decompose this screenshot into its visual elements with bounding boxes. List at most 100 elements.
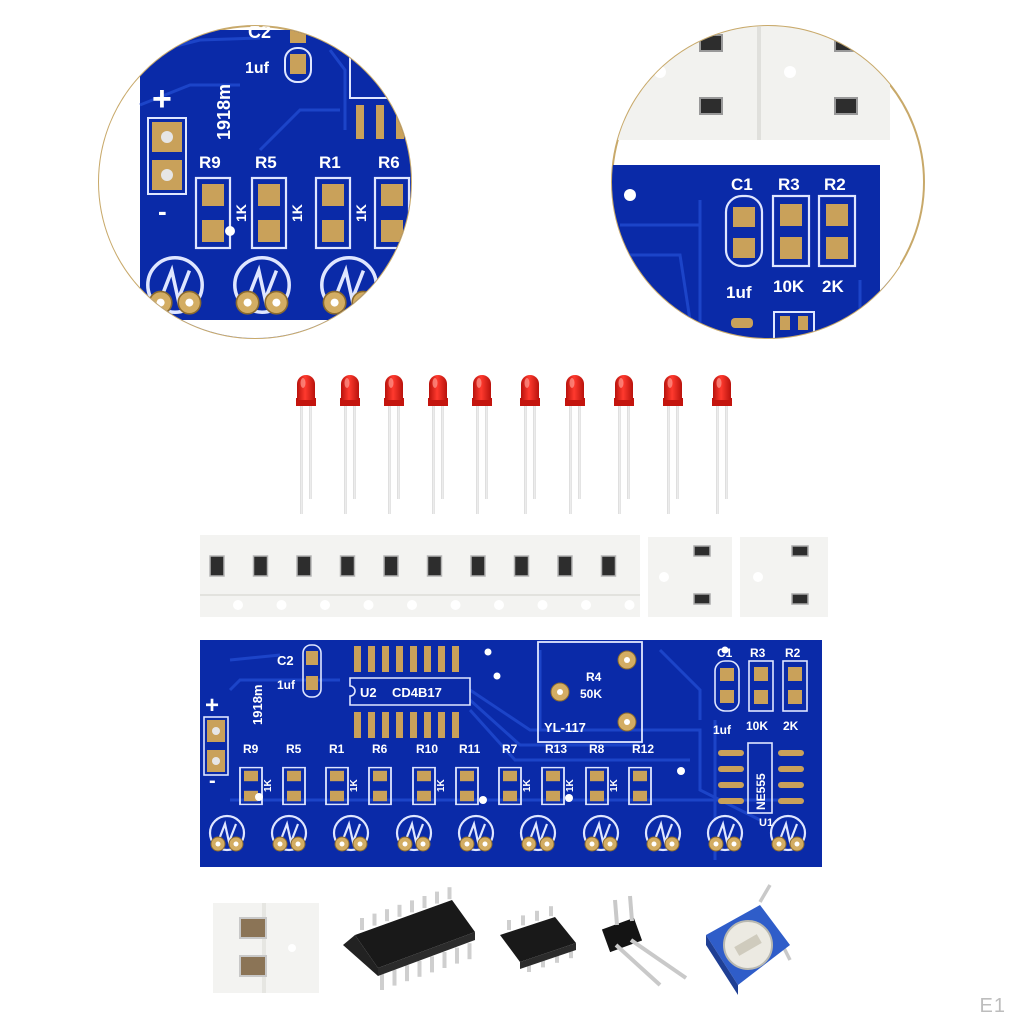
pcb-resistor-value: 1K xyxy=(436,778,447,792)
pcb-resistor-value: 1K xyxy=(565,778,576,792)
pcb-r3-value: 10K xyxy=(746,719,768,733)
pcb-r4-label: R4 xyxy=(586,670,602,684)
pcb-resistor: R9 1K xyxy=(239,742,274,806)
smd-resistor xyxy=(383,555,417,610)
pcb-board: C2 1uf 1918m + - U2 CD4B17 R4 50K YL-117… xyxy=(200,640,822,867)
zoom-right: C1 R3 R2 1uf 10K 2K xyxy=(611,25,925,339)
pcb-resistor-label: R9 xyxy=(243,742,259,756)
pcb-led-footprint xyxy=(644,814,682,853)
ne555-ic xyxy=(500,906,576,972)
pcb-resistor: R5 xyxy=(282,742,306,806)
cd4017-ic xyxy=(343,887,475,990)
pcb-r3-label: R3 xyxy=(750,646,766,660)
pcb-resistor: R11 xyxy=(455,742,481,806)
zoom-left-resistor-label: R9 xyxy=(199,153,221,172)
pcb-resistor-value: 1K xyxy=(522,778,533,792)
zoom-left-c2-label: C2 xyxy=(248,22,271,42)
red-led xyxy=(472,375,492,514)
pcb-ne555-label: NE555 xyxy=(754,773,768,810)
pcb-u2-label: U2 xyxy=(360,685,377,700)
pcb-resistor: R13 1K xyxy=(541,742,576,806)
smd-resistor xyxy=(513,555,548,610)
zoom-right-c1-value: 1uf xyxy=(726,283,752,302)
pcb-resistor: R1 1K xyxy=(325,742,360,806)
zoom-left-resistor-label: R1 xyxy=(319,153,341,172)
pcb-led-footprint xyxy=(208,814,246,853)
smd-resistor xyxy=(252,555,287,610)
pcb-resistor-label: R5 xyxy=(286,742,302,756)
smd-resistor xyxy=(557,555,591,610)
pcb-yl-label: YL-117 xyxy=(544,720,586,735)
zoom-left-resistor-value: 1K xyxy=(233,204,249,222)
pin-header xyxy=(601,895,688,987)
zoom-left-resistor-value: 1K xyxy=(353,204,369,222)
zoom-left-part-code: 1918m xyxy=(214,84,234,140)
smd-resistor xyxy=(209,555,243,610)
pcb-resistor-value: 1K xyxy=(609,778,620,792)
pcb-r4-value: 50K xyxy=(580,687,602,701)
pcb-led-footprint xyxy=(519,814,557,853)
smd-resistor xyxy=(470,555,504,610)
pcb-u1-label: U1 xyxy=(759,817,773,829)
smd-resistor xyxy=(296,555,330,610)
pcb-resistor-label: R8 xyxy=(589,742,605,756)
pcb-resistor: R8 1K xyxy=(585,742,620,806)
pcb-cap-value: 1uf xyxy=(277,678,296,692)
red-led xyxy=(296,375,316,514)
red-led xyxy=(384,375,404,514)
resistor-tape xyxy=(200,535,828,617)
zoom-right-c1-label: C1 xyxy=(731,175,753,194)
red-led xyxy=(663,375,683,514)
zoom-right-r3-label: R3 xyxy=(778,175,800,194)
zoom-right-r2-label: R2 xyxy=(824,175,846,194)
pcb-r2-label: R2 xyxy=(785,646,801,660)
pcb-resistor-label: R11 xyxy=(459,742,481,756)
pcb-led-footprint xyxy=(582,814,620,853)
pcb-minus: - xyxy=(209,770,216,792)
zoom-left-plus: + xyxy=(152,80,172,118)
pcb-led-footprint xyxy=(270,814,308,853)
zoom-left-resistor-value: 1K xyxy=(289,204,305,222)
pcb-led-footprint xyxy=(332,814,370,853)
zoom-left-resistor: R9 1K xyxy=(194,153,249,250)
pcb-led-footprint xyxy=(706,814,744,853)
zoom-left-resistor: R1 1K xyxy=(314,153,369,250)
pcb-r2-value: 2K xyxy=(783,719,799,733)
pcb-plus: + xyxy=(205,692,219,719)
pcb-resistor-label: R1 xyxy=(329,742,345,756)
red-led xyxy=(712,375,732,514)
red-led xyxy=(520,375,540,514)
smd-resistor xyxy=(600,555,635,610)
pcb-resistor-label: R12 xyxy=(632,742,654,756)
red-led xyxy=(614,375,634,514)
pcb-resistor-value: 1K xyxy=(349,778,360,792)
zoom-right-r2-value: 2K xyxy=(822,277,844,296)
red-led xyxy=(428,375,448,514)
pcb-c2-label: C2 xyxy=(277,653,294,668)
pcb-resistor: R12 xyxy=(628,742,654,806)
smd-resistor xyxy=(426,555,461,610)
pcb-part-code: 1918m xyxy=(250,685,265,725)
red-led xyxy=(565,375,585,514)
trimmer-potentiometer xyxy=(706,884,792,995)
red-led xyxy=(340,375,360,514)
pcb-resistor-label: R13 xyxy=(545,742,567,756)
zoom-left-minus: - xyxy=(158,196,167,226)
zoom-right-r3-value: 10K xyxy=(773,277,805,296)
pcb-led-footprint xyxy=(769,814,807,853)
watermark: E1 xyxy=(979,995,1006,1017)
pcb-led-footprint xyxy=(457,814,495,853)
pcb-c1-value: 1uf xyxy=(713,723,732,737)
pcb-resistor-label: R6 xyxy=(372,742,388,756)
pcb-chip-label: CD4B17 xyxy=(392,685,442,700)
pcb-resistor: R6 xyxy=(368,742,392,806)
pcb-led-footprint xyxy=(395,814,433,853)
led-row xyxy=(296,375,732,514)
zoom-left-resistor-label: R5 xyxy=(255,153,277,172)
smd-resistor xyxy=(339,555,374,610)
pcb-resistor-value: 1K xyxy=(263,778,274,792)
